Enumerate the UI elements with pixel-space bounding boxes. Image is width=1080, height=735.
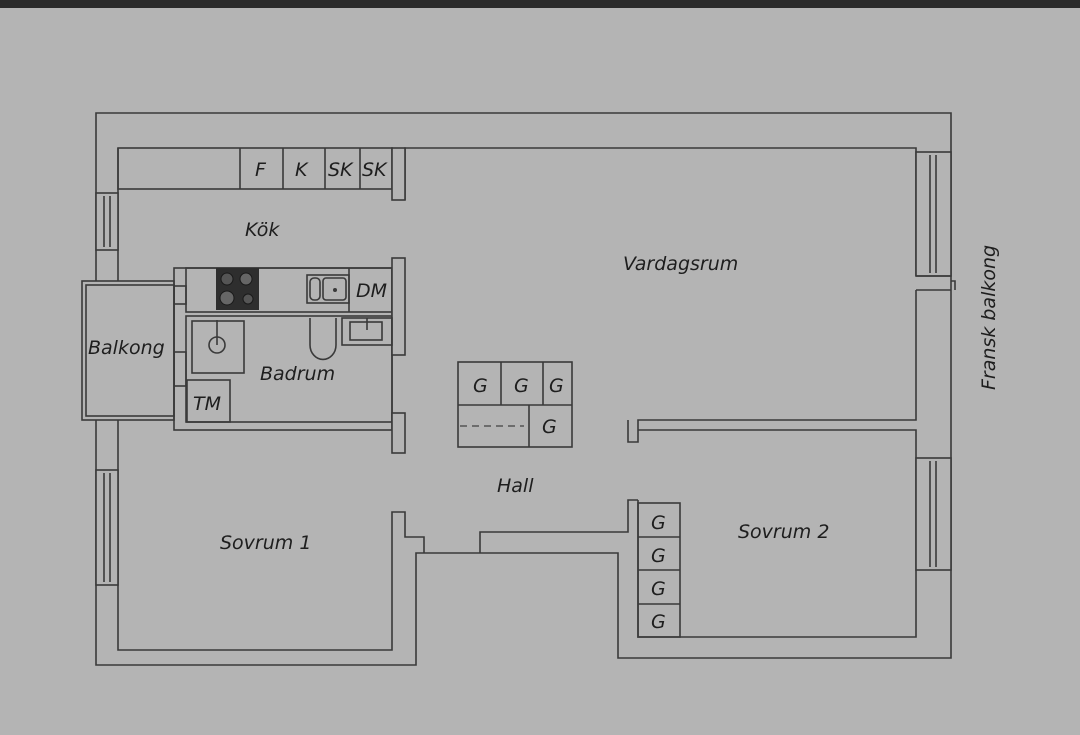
kitchen-unit-label: K (295, 159, 309, 181)
room-label-hall: Hall (497, 475, 534, 497)
bathroom-sink-icon (341, 317, 393, 346)
kitchen-unit-label: F (255, 159, 267, 181)
kitchen-unit-label: SK (328, 159, 354, 181)
wardrobe-label: G (651, 545, 666, 567)
balcony (81, 280, 175, 421)
french-balcony-label: Fransk balkong (978, 245, 1000, 390)
kitchen-unit-label: SK (362, 159, 388, 181)
kitchen-sink-icon (306, 274, 350, 304)
toilet-icon (309, 318, 337, 361)
room-label-balcony: Balkong (88, 337, 165, 359)
room-label-bedroom1: Sovrum 1 (220, 532, 311, 554)
wardrobe-label: G (651, 578, 666, 600)
room-label-bedroom2: Sovrum 2 (738, 521, 829, 543)
kitchen-counter (117, 147, 406, 201)
dishwasher-label: DM (356, 280, 387, 302)
room-label-bathroom: Badrum (260, 363, 335, 385)
bathroom-block (173, 257, 406, 454)
wardrobe-label: G (651, 611, 666, 633)
stove-icon (216, 268, 259, 310)
wardrobe-label: G (542, 416, 557, 438)
wardrobe-label: G (473, 375, 488, 397)
wardrobe-label: G (651, 512, 666, 534)
windows (95, 151, 952, 586)
top-bar (0, 0, 1080, 8)
shower-icon (191, 320, 245, 374)
wardrobe-label: G (549, 375, 564, 397)
wardrobe-label: G (514, 375, 529, 397)
dryer-label: TM (193, 393, 221, 415)
room-label-living: Vardagsrum (623, 253, 738, 275)
dryer-box (186, 379, 231, 423)
room-label-kitchen: Kök (245, 219, 280, 241)
french-balcony-rail (916, 275, 956, 291)
hall-wardrobes (457, 361, 573, 448)
bedroom2-wardrobes (637, 502, 681, 638)
